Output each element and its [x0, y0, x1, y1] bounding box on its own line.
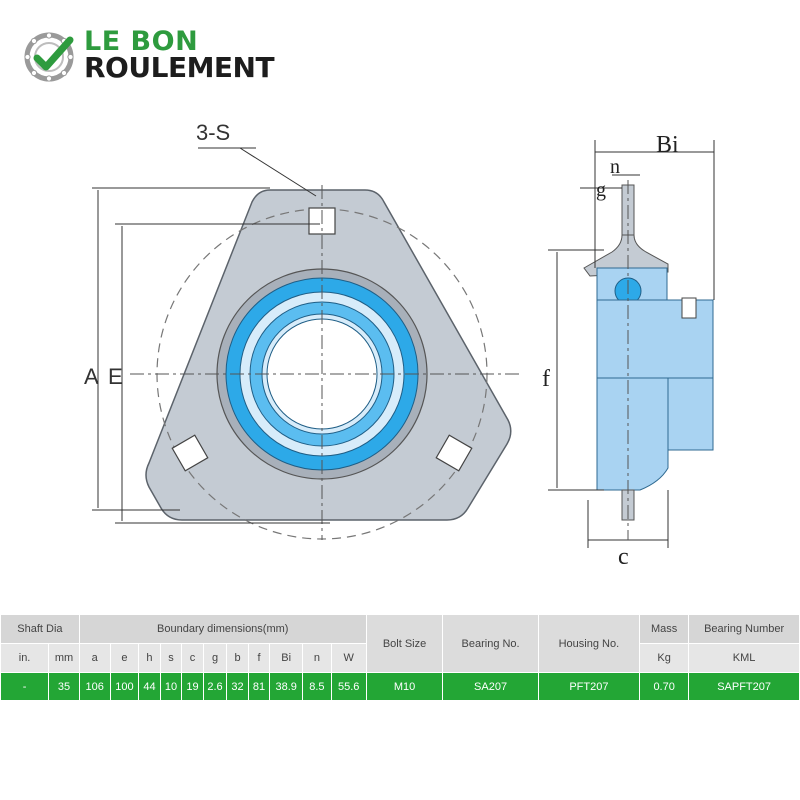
holes-label: 3-S — [196, 120, 230, 145]
cell-n: 8.5 — [302, 672, 332, 701]
header-mm: mm — [48, 643, 80, 673]
header-kg: Kg — [639, 643, 690, 673]
bolt-hole-left — [171, 434, 209, 472]
header-mass: Mass — [639, 614, 690, 644]
header-in: in. — [0, 643, 50, 673]
header-bolt-size: Bolt Size — [365, 614, 444, 673]
cell-s: 10 — [159, 672, 183, 701]
set-screw — [681, 297, 697, 319]
dim-a-label: A — [84, 364, 99, 389]
dim-e-label: E — [108, 364, 123, 389]
header-b: b — [226, 643, 249, 673]
dim-c-label: c — [618, 544, 629, 570]
bearing-check-icon — [24, 32, 74, 82]
spec-table: Shaft Dia Boundary dimensions(mm) Bolt S… — [0, 614, 800, 701]
header-e: e — [109, 643, 140, 673]
cell-bearing-number: SAPFT207 — [688, 672, 800, 701]
cell-a: 106 — [78, 672, 111, 701]
center-lines — [130, 185, 520, 540]
cell-housing-no: PFT207 — [537, 672, 641, 701]
brand-name-top: LE BON — [84, 26, 199, 57]
header-bearing-number: Bearing Number — [688, 614, 800, 644]
header-bearing-no: Bearing No. — [442, 614, 539, 673]
flange-body — [583, 234, 669, 277]
technical-drawing: 3-S A E Bi n g f c — [84, 120, 715, 570]
brand-logo: LE BON ROULEMENT — [24, 28, 304, 88]
bolt-hole-right — [435, 434, 473, 472]
table-header-row-1: Shaft Dia Boundary dimensions(mm) Bolt S… — [0, 614, 800, 673]
dim-n-label: n — [610, 156, 620, 178]
dim-f-label: f — [542, 366, 550, 392]
header-n: n — [302, 643, 332, 673]
cell-b: 32 — [226, 672, 249, 701]
dim-bi-label: Bi — [656, 132, 679, 158]
side-view: Bi n g f c — [542, 132, 715, 570]
cell-bolt-size: M10 — [365, 672, 444, 701]
cell-in: - — [0, 672, 50, 701]
dim-g-label: g — [596, 179, 606, 201]
header-h: h — [138, 643, 161, 673]
cell-w: 55.6 — [330, 672, 367, 701]
cell-h: 44 — [138, 672, 161, 701]
cell-mass: 0.70 — [639, 672, 690, 701]
header-bi: Bi — [269, 643, 304, 673]
cell-bi: 38.9 — [269, 672, 304, 701]
header-kml: KML — [688, 643, 800, 673]
cell-bearing-no: SA207 — [442, 672, 539, 701]
header-f: f — [247, 643, 271, 673]
header-w: W — [330, 643, 367, 673]
brand-name-bottom: ROULEMENT — [84, 51, 275, 84]
housing-lower — [596, 377, 669, 491]
header-boundary-dimensions: Boundary dimensions(mm) — [78, 614, 367, 644]
header-g: g — [202, 643, 228, 673]
cell-f: 81 — [247, 672, 271, 701]
table-header-row-2: in. mm a e h s c g b f Bi n W Kg KML — [0, 643, 800, 673]
header-s: s — [159, 643, 183, 673]
header-a: a — [78, 643, 111, 673]
table-row: - 35 106 100 44 10 19 2.6 32 81 38.9 8.5… — [0, 672, 800, 701]
header-c: c — [181, 643, 204, 673]
cell-c: 19 — [181, 672, 204, 701]
cell-mm: 35 — [48, 672, 80, 701]
front-view: 3-S A E — [84, 120, 520, 540]
header-housing-no: Housing No. — [537, 614, 641, 673]
header-shaft-dia: Shaft Dia — [0, 614, 80, 644]
cell-e: 100 — [109, 672, 140, 701]
cell-g: 2.6 — [202, 672, 228, 701]
dimension-lines — [92, 147, 330, 524]
